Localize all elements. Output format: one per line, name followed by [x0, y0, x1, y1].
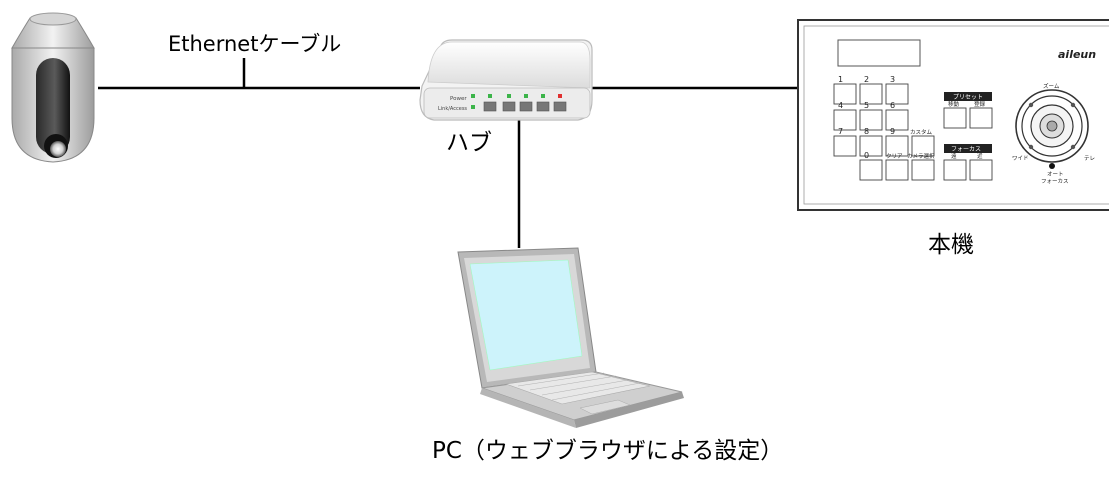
key-8: 8 — [864, 127, 869, 136]
camera-icon — [11, 12, 95, 163]
zoom-label: ズーム — [1043, 82, 1060, 90]
key-5: 5 — [864, 101, 869, 110]
laptop-icon — [457, 247, 684, 428]
key-7: 7 — [838, 127, 843, 136]
preset-register-label: 登録 — [974, 100, 986, 108]
hub-icon: Power Link/Access — [419, 39, 593, 121]
auto-label: オート — [1047, 171, 1064, 178]
ethernet-cable-label: Ethernetケーブル — [168, 32, 342, 56]
custom-label: カスタム — [910, 128, 933, 136]
pc-label: PC（ウェブブラウザによる設定） — [432, 438, 784, 464]
focus-title: フォーカス — [951, 146, 981, 153]
keypad — [833, 83, 993, 181]
key-6: 6 — [890, 101, 895, 110]
camera-select-label: カメラ選択 — [907, 152, 935, 160]
hub-label: ハブ — [446, 130, 492, 156]
hub-link-label: Link/Access — [438, 106, 467, 112]
key-0: 0 — [864, 151, 869, 160]
key-1: 1 — [838, 75, 843, 84]
hub-leds — [471, 94, 562, 109]
keyboard-controller-icon: aileun 1 2 3 4 5 6 7 8 9 0 カスタム クリア カメラ選… — [797, 19, 1109, 211]
joystick-icon — [1015, 89, 1089, 169]
auto-focus-label: フォーカス — [1041, 178, 1069, 185]
wide-label: ワイド — [1012, 155, 1029, 162]
key-9: 9 — [890, 127, 895, 136]
ethernet-lines — [98, 58, 798, 248]
key-3: 3 — [890, 75, 895, 84]
preset-move-label: 移動 — [948, 100, 960, 108]
clear-label: クリア — [886, 153, 903, 160]
focus-near-label: 遠 — [951, 152, 957, 160]
focus-far-label: 近 — [977, 152, 983, 160]
device-label: 本機 — [928, 232, 974, 258]
hub-power-label: Power — [450, 96, 467, 102]
keyboard-brand: aileun — [1058, 48, 1096, 61]
key-4: 4 — [838, 101, 843, 110]
preset-title: プリセット — [953, 94, 983, 101]
tele-label: テレ — [1084, 155, 1095, 162]
key-2: 2 — [864, 75, 869, 84]
hub-ports — [483, 101, 567, 112]
